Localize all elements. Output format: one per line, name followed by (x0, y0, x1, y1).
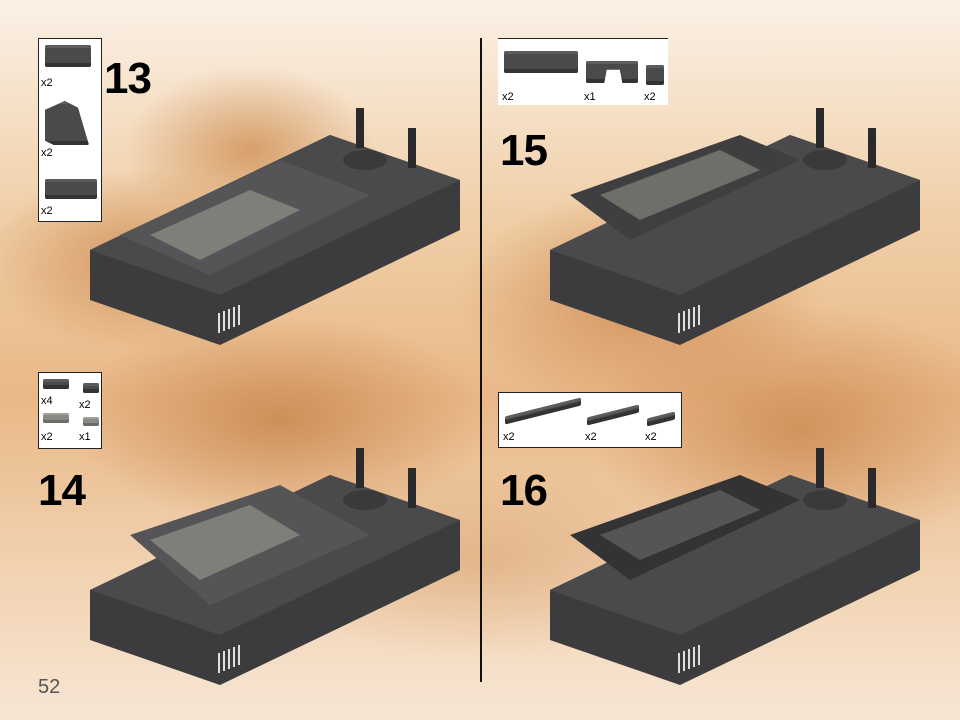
part-jumper-dark (43, 379, 69, 389)
part-qty: x2 (41, 147, 53, 159)
part-qty: x2 (41, 77, 53, 89)
part-brick-1x4 (45, 179, 97, 199)
part-tile-1x4 (587, 404, 639, 426)
part-qty: x2 (41, 431, 53, 443)
part-brick-1x3 (45, 45, 91, 67)
model-step-15 (550, 108, 920, 345)
part-qty: x2 (41, 205, 53, 217)
part-qty: x1 (79, 431, 91, 443)
part-qty: x2 (585, 431, 597, 443)
part-qty: x1 (584, 91, 596, 103)
model-step-14 (90, 448, 460, 685)
part-qty: x2 (502, 91, 514, 103)
column-divider (480, 38, 482, 682)
parts-callout-step-15: x2 x1 x2 (498, 38, 668, 105)
step-number-16: 16 (500, 466, 548, 515)
part-arch-1x4 (586, 61, 638, 83)
part-qty: x2 (644, 91, 656, 103)
part-qty: x4 (41, 395, 53, 407)
step-number-14: 14 (38, 466, 86, 515)
part-brick-1x1 (646, 65, 664, 85)
part-jumper-light (43, 413, 69, 423)
model-step-16 (550, 448, 920, 685)
step-number-15: 15 (500, 126, 548, 175)
page-number: 52 (38, 676, 61, 698)
part-qty: x2 (79, 399, 91, 411)
part-plate-1x1-light (83, 417, 99, 426)
parts-callout-step-14: x4 x2 x2 x1 (38, 372, 102, 449)
parts-callout-step-16: x2 x2 x2 (498, 392, 682, 448)
part-brick-1x6 (504, 51, 578, 73)
part-plate-1x1-dark (83, 383, 99, 393)
parts-callout-step-13: x2 x2 x2 (38, 38, 102, 222)
part-qty: x2 (645, 431, 657, 443)
part-tile-1x2 (647, 411, 675, 427)
step-number-13: 13 (104, 54, 152, 103)
part-qty: x2 (503, 431, 515, 443)
part-tile-1x6 (505, 397, 581, 425)
model-step-13 (90, 108, 460, 345)
